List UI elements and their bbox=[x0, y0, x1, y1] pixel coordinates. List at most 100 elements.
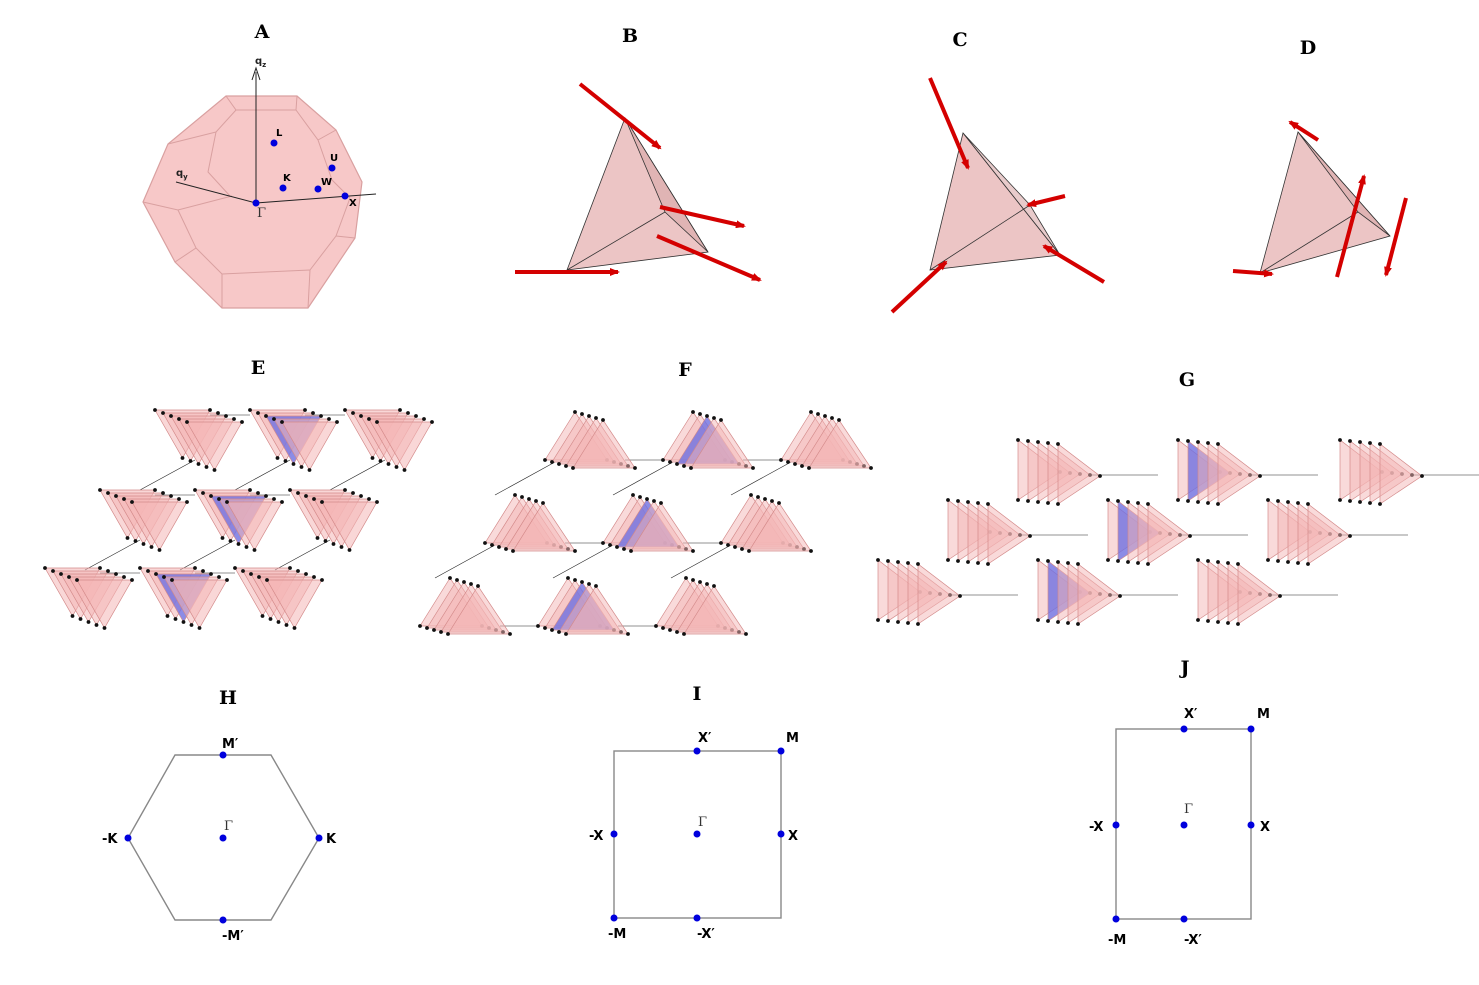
panel-f-lattice bbox=[418, 410, 873, 636]
lattice-site bbox=[916, 562, 920, 566]
lattice-site bbox=[180, 456, 185, 460]
lattice-site bbox=[177, 417, 181, 421]
lattice-site bbox=[260, 614, 265, 618]
lattice-site bbox=[455, 578, 459, 582]
lattice-site bbox=[248, 488, 252, 492]
lattice-triangle bbox=[1237, 563, 1281, 625]
panel-label-d: D bbox=[1300, 37, 1316, 59]
lattice-triangle bbox=[226, 501, 283, 551]
axis-qy bbox=[175, 181, 257, 204]
lattice-site bbox=[615, 545, 619, 549]
lattice-site bbox=[550, 460, 554, 464]
lattice-site bbox=[712, 584, 716, 588]
lattice-site bbox=[307, 468, 312, 472]
lattice-site bbox=[204, 465, 209, 469]
lattice-site bbox=[777, 501, 781, 505]
panel-d-tetrahedron bbox=[1232, 120, 1408, 278]
lattice-site bbox=[304, 494, 308, 498]
lattice-site bbox=[541, 501, 545, 505]
bz-label-gamma: Γ bbox=[257, 206, 266, 221]
label-x: X bbox=[788, 829, 798, 844]
point-gamma bbox=[219, 834, 227, 842]
lattice-site bbox=[106, 569, 110, 573]
lattice-site bbox=[573, 578, 577, 582]
lattice-triangle bbox=[281, 421, 338, 471]
panel-h-hexagon-bz: M′ -M′ -K K Γ bbox=[102, 737, 337, 944]
lattice-site bbox=[138, 566, 142, 570]
bz-point-gamma bbox=[252, 199, 260, 207]
lattice-site bbox=[130, 578, 134, 582]
lattice-site bbox=[170, 578, 174, 582]
lattice-site bbox=[173, 617, 178, 621]
lattice-site bbox=[280, 420, 284, 424]
lattice-triangle bbox=[630, 502, 694, 552]
lattice-site bbox=[809, 410, 813, 414]
label-minus-m: -M bbox=[608, 927, 626, 942]
lattice-site bbox=[257, 575, 261, 579]
lattice-triangle bbox=[808, 419, 872, 469]
panel-b-tetrahedron bbox=[515, 82, 762, 282]
panel-i-square-bz: X′ M -X X -X′ -M Γ bbox=[589, 731, 799, 942]
lattice-site bbox=[1176, 438, 1180, 442]
lattice-triangle bbox=[748, 502, 812, 552]
lattice-site bbox=[543, 626, 547, 630]
bz-label-x: X bbox=[349, 198, 357, 209]
lattice-site bbox=[869, 466, 873, 470]
lattice-bond bbox=[434, 544, 496, 579]
lattice-site bbox=[1286, 560, 1290, 564]
lattice-site bbox=[1420, 474, 1424, 478]
spin-arrow bbox=[1042, 244, 1106, 284]
lattice-site bbox=[1106, 498, 1110, 502]
lattice-site bbox=[225, 578, 229, 582]
lattice-site bbox=[1188, 534, 1192, 538]
lattice-site bbox=[217, 497, 221, 501]
lattice-bond bbox=[730, 461, 792, 496]
point-minus-k bbox=[124, 834, 132, 842]
lattice-triangle bbox=[690, 419, 754, 469]
lattice-site bbox=[587, 414, 591, 418]
point-x bbox=[777, 830, 785, 838]
lattice-site bbox=[351, 491, 355, 495]
lattice-triangle bbox=[186, 421, 243, 471]
lattice-site bbox=[78, 617, 83, 621]
lattice-site bbox=[378, 459, 383, 463]
lattice-site bbox=[296, 491, 300, 495]
lattice-site bbox=[1186, 439, 1190, 443]
lattice-site bbox=[1136, 501, 1140, 505]
lattice-triangle bbox=[376, 421, 433, 471]
lattice-site bbox=[347, 548, 352, 552]
lattice-site bbox=[469, 582, 473, 586]
lattice-site bbox=[601, 418, 605, 422]
bz-facets bbox=[142, 95, 356, 309]
lattice-triangle bbox=[1077, 563, 1121, 625]
lattice-site bbox=[594, 416, 598, 420]
lattice-site bbox=[1206, 441, 1210, 445]
lattice-site bbox=[252, 548, 257, 552]
lattice-site bbox=[986, 502, 990, 506]
lattice-site bbox=[770, 499, 774, 503]
lattice-site bbox=[1098, 474, 1102, 478]
bz-label-k: K bbox=[283, 173, 292, 184]
lattice-site bbox=[557, 462, 561, 466]
lattice-site bbox=[1046, 441, 1050, 445]
lattice-site bbox=[1146, 562, 1150, 566]
label-minus-x-prime: -X′ bbox=[1184, 933, 1202, 948]
label-minus-m: -M bbox=[1108, 933, 1126, 948]
lattice-site bbox=[1126, 560, 1130, 564]
lattice-site bbox=[283, 459, 288, 463]
lattice-site bbox=[154, 572, 158, 576]
lattice-site bbox=[946, 558, 950, 562]
lattice-site bbox=[169, 494, 173, 498]
lattice-site bbox=[320, 500, 324, 504]
lattice-site bbox=[1368, 501, 1372, 505]
tet-face-front bbox=[1259, 131, 1391, 274]
lattice-site bbox=[698, 580, 702, 584]
lattice-site bbox=[418, 624, 422, 628]
label-gamma: Γ bbox=[224, 819, 233, 834]
lattice-site bbox=[726, 543, 730, 547]
panel-c-tetrahedron bbox=[890, 77, 1106, 314]
lattice-site bbox=[422, 417, 426, 421]
lattice-site bbox=[94, 623, 99, 627]
lattice-site bbox=[130, 500, 134, 504]
